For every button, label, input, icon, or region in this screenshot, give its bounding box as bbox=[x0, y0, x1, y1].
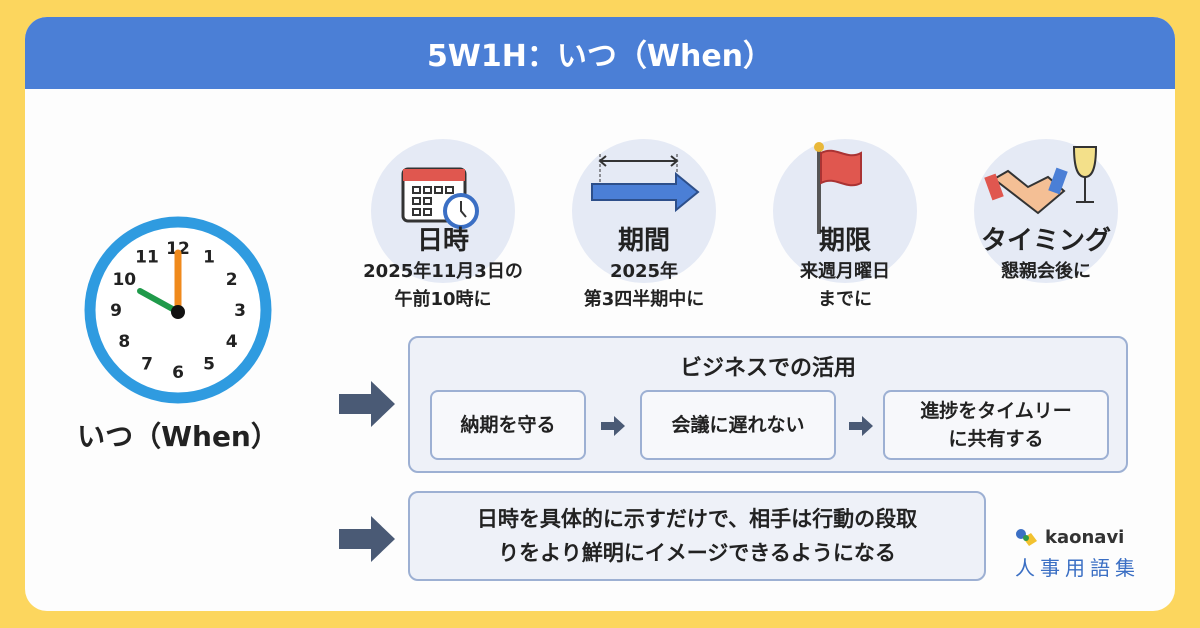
item-label: 期限 bbox=[818, 226, 871, 256]
arrow-right-icon bbox=[601, 416, 625, 436]
item-label: タイミング bbox=[980, 226, 1111, 256]
header: 5W1H：いつ（When） bbox=[25, 17, 1175, 89]
clock-number: 3 bbox=[234, 301, 246, 321]
conclusion-text: りをより鮮明にイメージできるようになる bbox=[498, 541, 896, 565]
logo-sub: 人事用語集 bbox=[1015, 556, 1140, 580]
clock-number: 2 bbox=[226, 270, 238, 290]
step-box: 納期を守る bbox=[430, 390, 586, 460]
clock-number: 5 bbox=[203, 355, 215, 375]
kaonavi-logo-icon bbox=[1016, 528, 1037, 546]
clock-number: 12 bbox=[166, 239, 190, 259]
item-desc: 2025年11月3日の午前10時に bbox=[363, 261, 523, 310]
item-desc: 懇親会後に bbox=[1001, 261, 1091, 282]
clock-number: 4 bbox=[226, 332, 238, 352]
logo-brand: kaonavi bbox=[1045, 527, 1125, 548]
handshake-glass-icon bbox=[974, 139, 1118, 283]
item-desc: 来週月曜日までに bbox=[800, 261, 890, 310]
business-box: ビジネスでの活用 納期を守る 会議に遅れない 進捗をタイムリーに共有する bbox=[408, 336, 1128, 473]
arrow-right-icon bbox=[339, 516, 395, 562]
calendar-clock-icon bbox=[371, 139, 515, 283]
clock-number: 6 bbox=[172, 363, 184, 383]
period-arrow-icon bbox=[572, 139, 716, 283]
flag-icon bbox=[773, 139, 917, 283]
item-desc: 2025年第3四半期中に bbox=[583, 261, 705, 310]
step-box: 会議に遅れない bbox=[640, 390, 836, 460]
step-box: 進捗をタイムリーに共有する bbox=[883, 390, 1109, 460]
clock-number: 1 bbox=[203, 247, 215, 267]
item-label: 日時 bbox=[416, 226, 469, 256]
arrow-right-icon bbox=[849, 416, 873, 436]
clock-label: いつ（When） bbox=[77, 420, 279, 453]
clock-number: 7 bbox=[141, 355, 153, 375]
logo: kaonavi 人事用語集 bbox=[1015, 527, 1145, 581]
page-title: 5W1H：いつ（When） bbox=[426, 39, 774, 74]
arrow-right-icon bbox=[339, 381, 395, 427]
business-title: ビジネスでの活用 bbox=[679, 356, 856, 381]
clock-number: 10 bbox=[112, 270, 136, 290]
conclusion-box: 日時を具体的に示すだけで、相手は行動の段取 りをより鮮明にイメージできるようにな… bbox=[408, 491, 986, 581]
item-label: 期間 bbox=[617, 226, 670, 256]
conclusion-text: 日時を具体的に示すだけで、相手は行動の段取 bbox=[476, 507, 918, 531]
clock-number: 8 bbox=[118, 332, 130, 352]
clock-number: 11 bbox=[135, 247, 159, 267]
clock-number: 9 bbox=[110, 301, 122, 321]
